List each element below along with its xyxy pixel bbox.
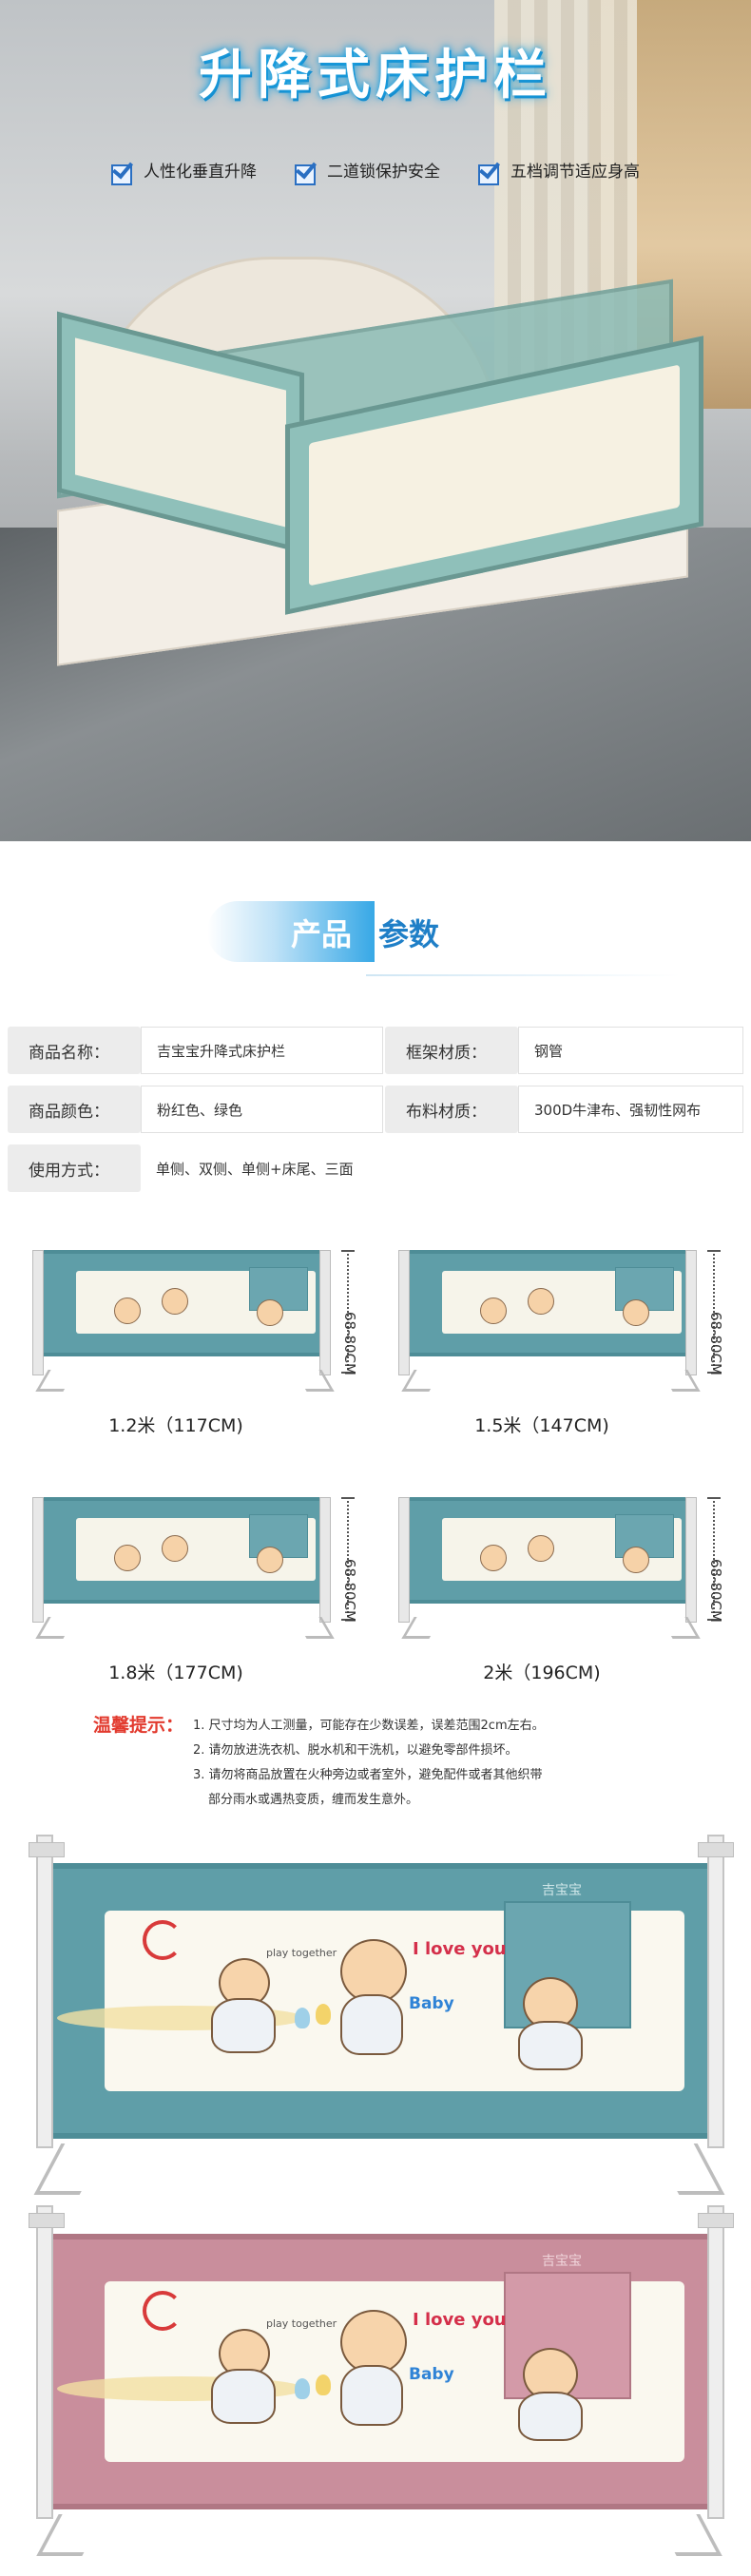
note-line: 1. 尺寸均为人工测量，可能存在少数误差，误差范围2cm左右。: [193, 1719, 545, 1733]
heading-underline: [366, 974, 680, 976]
param-row-fabric: 布料材质： 300D牛津布、强韧性网布: [385, 1086, 743, 1133]
feature-list: 人性化垂直升降 二道锁保护安全 五档调节适应身高: [0, 158, 751, 185]
param-value: 单侧、双侧、单侧+床尾、三面: [141, 1144, 383, 1192]
size-label: 1.2米（117CM): [108, 1415, 243, 1436]
note-line: 2. 请勿放进洗衣机、脱水机和干洗机，以避免零部件损坏。: [193, 1743, 518, 1758]
height-dimension-text: 68-80CM: [707, 1312, 724, 1376]
height-dimension-line: [341, 1250, 355, 1374]
height-dimension-line: [707, 1250, 721, 1374]
height-dimension-text: 68-80CM: [707, 1559, 724, 1624]
brand-mark: 吉宝宝: [542, 2254, 582, 2269]
baby-text: Baby: [409, 1994, 454, 2013]
play-text: play together: [266, 2317, 337, 2330]
product-image-green: 吉宝宝 I love you Baby play together: [29, 1835, 734, 2205]
size-label: 2米（196CM): [483, 1663, 601, 1683]
product-image-pink: 吉宝宝 I love you Baby play together: [29, 2205, 734, 2576]
sun-doodle: [143, 1920, 183, 1960]
love-text: I love you: [413, 1939, 507, 1959]
param-label: 商品颜色：: [8, 1086, 141, 1133]
height-dimension-line: [341, 1497, 355, 1621]
checkbox-check-icon: [111, 159, 134, 185]
param-row-name: 商品名称： 吉宝宝升降式床护栏: [8, 1027, 383, 1074]
height-dimension-text: 68-80CM: [341, 1559, 358, 1624]
size-diagram-3: 68-80CM 1.8米（177CM): [19, 1469, 371, 1697]
checkbox-check-icon: [295, 159, 318, 185]
feature-text: 五档调节适应身高: [510, 163, 640, 182]
mini-rail-illustration: [398, 1497, 701, 1639]
size-label: 1.5米（147CM): [474, 1415, 609, 1436]
feature-item: 五档调节适应身高: [478, 158, 640, 185]
mini-rail-illustration: [32, 1250, 335, 1392]
note-line: 部分雨水或遇热变质，缠而发生意外。: [208, 1793, 419, 1807]
param-row-color: 商品颜色： 粉红色、绿色: [8, 1086, 383, 1133]
param-label: 框架材质：: [385, 1027, 518, 1074]
param-value: 粉红色、绿色: [141, 1086, 383, 1133]
size-diagram-4: 68-80CM 2米（196CM): [385, 1469, 737, 1697]
love-text: I love you: [413, 2310, 507, 2330]
param-label: 商品名称：: [8, 1027, 141, 1074]
feature-item: 二道锁保护安全: [295, 158, 440, 185]
brand-mark: 吉宝宝: [542, 1883, 582, 1898]
sun-doodle: [143, 2291, 183, 2331]
hero-banner: 升降式床护栏 人性化垂直升降 二道锁保护安全 五档调节适应身高: [0, 0, 751, 841]
param-row-usage: 使用方式： 单侧、双侧、单侧+床尾、三面: [8, 1144, 383, 1192]
size-diagram-1: 68-80CM 1.2米（117CM): [19, 1221, 371, 1450]
height-dimension-line: [707, 1497, 721, 1621]
param-row-frame: 框架材质： 钢管: [385, 1027, 743, 1074]
baby-text: Baby: [409, 2365, 454, 2384]
play-text: play together: [266, 1947, 337, 1959]
mini-rail-illustration: [32, 1497, 335, 1639]
section-heading: 产品 参数: [0, 894, 751, 979]
feature-item: 人性化垂直升降: [111, 158, 257, 185]
height-dimension-text: 68-80CM: [341, 1312, 358, 1376]
note-line: 3. 请勿将商品放置在火种旁边或者室外，避免配件或者其他织带: [193, 1768, 543, 1782]
hero-title: 升降式床护栏: [199, 45, 552, 106]
feature-text: 二道锁保护安全: [327, 163, 440, 182]
size-label: 1.8米（177CM): [108, 1663, 243, 1683]
feature-text: 人性化垂直升降: [144, 163, 257, 182]
param-value: 300D牛津布、强韧性网布: [518, 1086, 743, 1133]
heading-blue-shape: [207, 901, 375, 962]
notes-title: 温馨提示：: [93, 1715, 184, 1736]
param-value: 钢管: [518, 1027, 743, 1074]
param-label: 使用方式：: [8, 1144, 141, 1192]
heading-word-params: 参数: [378, 916, 440, 952]
mini-rail-illustration: [398, 1250, 701, 1392]
param-value: 吉宝宝升降式床护栏: [141, 1027, 383, 1074]
checkbox-check-icon: [478, 159, 501, 185]
heading-word-product: 产品: [291, 916, 353, 952]
size-diagram-2: 68-80CM 1.5米（147CM): [385, 1221, 737, 1450]
param-label: 布料材质：: [385, 1086, 518, 1133]
